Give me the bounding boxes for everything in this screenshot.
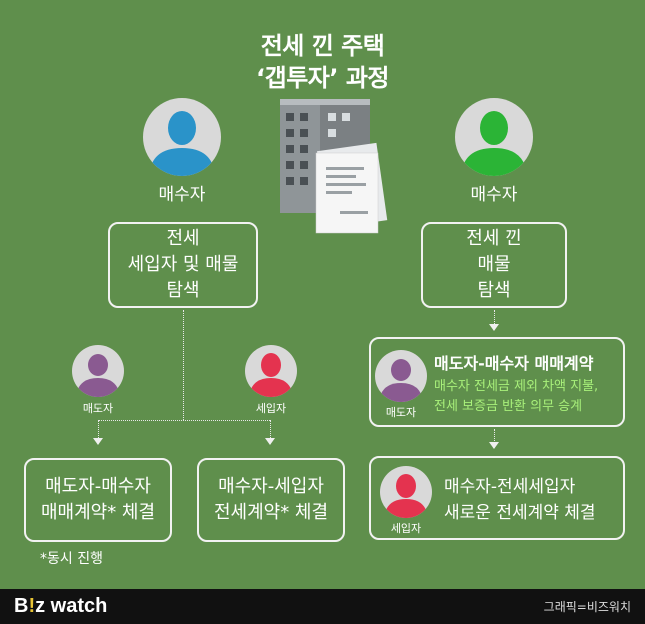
seller-avatar-left: [72, 345, 124, 397]
search-box-right: 전세 낀 매물 탐색: [421, 222, 567, 308]
arrow-down-icon: [489, 442, 499, 449]
seller-label-right: 매도자: [385, 406, 417, 419]
arrow-down-icon: [489, 324, 499, 331]
graphic-credit: 그래픽=비즈워치: [543, 600, 631, 614]
search-box-left: 전세 세입자 및 매물 탐색: [108, 222, 258, 308]
connector-left-main: [183, 310, 184, 420]
arrow-down-icon: [265, 438, 275, 445]
title-line-1: 전세 낀 주택: [260, 32, 385, 60]
seller-label-left: 매도자: [82, 402, 114, 415]
sale-contract-title: 매도자-매수자 매매계약: [434, 354, 594, 373]
footer-bar: B!z watch 그래픽=비즈워치: [0, 589, 645, 624]
connector-left-horizontal: [98, 420, 270, 421]
connector-left-drop-2: [270, 420, 271, 438]
tenant-avatar-right: [380, 466, 432, 518]
seller-avatar-right: [375, 350, 427, 402]
lease-contract-box-left: 매수자-세입자 전세계약* 체결: [197, 458, 345, 542]
arrow-down-icon: [93, 438, 103, 445]
sale-contract-box-left: 매도자-매수자 매매계약* 체결: [24, 458, 172, 542]
tenant-avatar-left: [245, 345, 297, 397]
title-line-2: ‘갭투자’ 과정: [256, 64, 390, 92]
sale-contract-detail-2: 전세 보증금 반환 의무 승계: [434, 399, 583, 414]
tenant-label-left: 세입자: [255, 402, 287, 415]
sale-contract-box-right: [369, 337, 625, 427]
buyer-avatar-right: [455, 98, 533, 176]
buyer-label-right: 매수자: [470, 185, 518, 205]
building-document-illustration: [280, 99, 388, 234]
simultaneous-note: *동시 진행: [40, 551, 103, 567]
connector-left-drop-1: [98, 420, 99, 438]
tenant-label-right: 세입자: [390, 522, 422, 535]
connector-right-2: [494, 429, 495, 443]
bizwatch-logo: B!z watch: [14, 595, 108, 617]
lease-contract-line-2: 새로운 전세계약 체결: [444, 503, 596, 523]
buyer-avatar-left: [143, 98, 221, 176]
connector-right-1: [494, 310, 495, 324]
lease-contract-box-right: [369, 456, 625, 540]
sale-contract-detail-1: 매수자 전세금 제외 차액 지불,: [434, 379, 599, 394]
lease-contract-line-1: 매수자-전세세입자: [444, 477, 576, 497]
buyer-label-left: 매수자: [158, 185, 206, 205]
